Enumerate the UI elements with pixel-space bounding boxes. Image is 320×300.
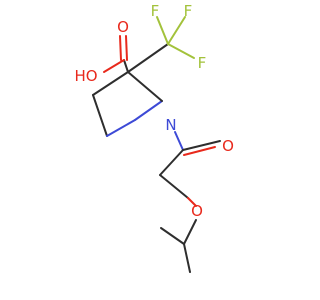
bond-ring-5	[127, 71, 163, 102]
bond-o-seg	[187, 197, 197, 207]
atom-carbonyl-oxygen: O	[222, 137, 234, 155]
bond-ring-1	[92, 71, 129, 96]
bond-co-double-a	[119, 35, 122, 61]
bond-cf-left	[156, 16, 169, 45]
bond-ch-me2	[183, 243, 191, 273]
atom-fluorine-right: F	[184, 2, 193, 20]
atom-ether-oxygen: O	[191, 202, 203, 220]
bond-n-co	[174, 131, 184, 151]
bond-c-cf3	[127, 43, 169, 73]
bond-co-double-2a	[182, 140, 221, 151]
bond-cf-right	[167, 16, 186, 45]
atom-fluorine-low: F	[198, 54, 207, 72]
atom-fluorine-left: F	[151, 2, 160, 20]
atom-hydroxyl-oxygen: HO	[74, 67, 97, 85]
bond-ring-2	[92, 94, 108, 137]
bond-c-acid	[123, 59, 129, 73]
bond-ch-me1	[160, 227, 185, 245]
bond-co-double-b	[125, 35, 128, 61]
molecule-diagram: O HO F F F N O O	[74, 2, 234, 273]
bond-ring-3	[106, 119, 136, 137]
bond-ch2-o	[159, 174, 189, 199]
bond-cf-low	[167, 43, 195, 59]
bond-co-double-2b	[183, 146, 216, 156]
bond-ring-4	[134, 100, 163, 121]
bond-o-ch	[183, 219, 197, 245]
atom-nitrogen: N	[165, 116, 176, 134]
atom-acid-oxygen: O	[117, 18, 129, 36]
bond-c-oh	[103, 59, 125, 73]
bond-c-ch2	[159, 149, 184, 176]
